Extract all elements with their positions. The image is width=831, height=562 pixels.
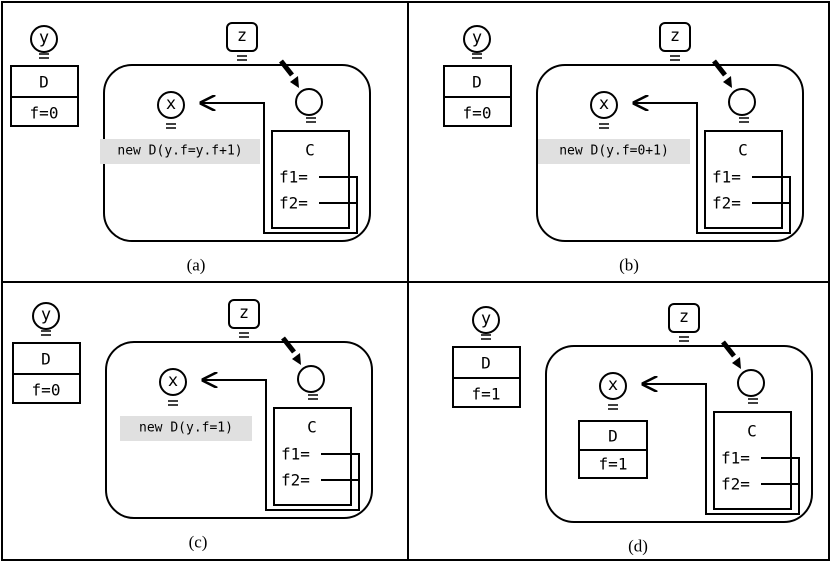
y-variable-label: y: [39, 28, 49, 48]
c-field-f1: f1=: [721, 449, 750, 468]
z-pointer-head: [723, 76, 732, 88]
c-object-class: C: [307, 418, 317, 437]
c-field-f2: f2=: [721, 475, 750, 494]
x-reference-arrow: [634, 103, 791, 234]
c-field-f1: f1=: [279, 168, 308, 187]
y-object-class: D: [472, 73, 482, 92]
y-variable-label: y: [472, 28, 482, 48]
z-pointer-shaft: [281, 336, 296, 354]
environment-container: [105, 341, 373, 519]
panel-caption: (c): [189, 533, 208, 552]
x-code-expression: new D(y.f=1): [139, 421, 233, 436]
c-field-f2: f2=: [712, 194, 741, 213]
f1-reference-line: [321, 453, 360, 480]
c-field-f2: f2=: [281, 471, 310, 490]
z-pointer-head: [292, 353, 301, 365]
closure-circle: [295, 88, 323, 116]
panel-caption: (b): [619, 256, 639, 275]
z-variable-box: [228, 299, 260, 329]
y-variable-circle: [30, 25, 58, 53]
x-variable-label: x: [168, 371, 178, 391]
f1-reference-line: [319, 176, 358, 203]
y-variable-circle: [463, 25, 491, 53]
y-object-field: f=0: [30, 104, 59, 123]
z-pointer-shaft: [279, 59, 294, 77]
f1-reference-line: [761, 457, 800, 484]
c-object-class: C: [747, 422, 757, 441]
x-code-expression: new D(y.f=y.f+1): [117, 144, 242, 159]
x-code-expression: new D(y.f=0+1): [559, 144, 669, 159]
z-variable-label: z: [239, 303, 249, 323]
c-object-box: [271, 130, 350, 229]
x-reference-arrow: [201, 103, 358, 234]
panel-caption: (d): [628, 537, 648, 556]
x-variable-label: x: [166, 94, 176, 114]
closure-circle: [737, 369, 765, 397]
x-variable-label: x: [599, 94, 609, 114]
y-variable-label: y: [41, 305, 51, 325]
c-object-box: [713, 411, 792, 510]
y-object-field: f=1: [472, 385, 501, 404]
x-code-highlight: [120, 416, 252, 441]
z-variable-label: z: [679, 307, 689, 327]
z-variable-label: z: [670, 26, 680, 46]
x-reference-arrow: [643, 384, 800, 515]
x-variable-circle: [159, 368, 187, 396]
z-variable-box: [668, 303, 700, 333]
x-code-highlight: [538, 139, 690, 164]
x-code-highlight: [100, 139, 260, 164]
environment-container: [545, 345, 813, 523]
y-object-field: f=0: [463, 104, 492, 123]
c-field-f1: f1=: [712, 168, 741, 187]
c-field-f1: f1=: [281, 445, 310, 464]
c-object-box: [273, 407, 352, 506]
x-object-class: D: [608, 427, 618, 446]
c-object-box: [704, 130, 783, 229]
f1-reference-line: [752, 176, 791, 203]
x-variable-label: x: [608, 375, 618, 395]
x-variable-circle: [157, 91, 185, 119]
y-variable-circle: [472, 306, 500, 334]
panel-caption: (a): [187, 256, 206, 275]
z-pointer-shaft: [712, 59, 727, 77]
z-variable-box: [226, 22, 258, 52]
x-reference-arrow: [203, 380, 360, 511]
x-object-field: f=1: [599, 455, 628, 474]
y-variable-circle: [32, 302, 60, 330]
z-pointer-shaft: [721, 340, 736, 358]
z-variable-label: z: [237, 26, 247, 46]
closure-circle: [728, 88, 756, 116]
y-variable-label: y: [481, 309, 491, 329]
environment-container: [536, 64, 804, 242]
c-object-class: C: [738, 141, 748, 160]
x-variable-circle: [590, 91, 618, 119]
y-object-class: D: [481, 354, 491, 373]
y-object-class: D: [41, 350, 51, 369]
x-variable-circle: [599, 372, 627, 400]
c-field-f2: f2=: [279, 194, 308, 213]
closure-circle: [297, 365, 325, 393]
z-pointer-head: [290, 76, 299, 88]
c-object-class: C: [305, 141, 315, 160]
z-pointer-head: [732, 357, 741, 369]
z-variable-box: [659, 22, 691, 52]
y-object-field: f=0: [32, 381, 61, 400]
y-object-class: D: [39, 73, 49, 92]
